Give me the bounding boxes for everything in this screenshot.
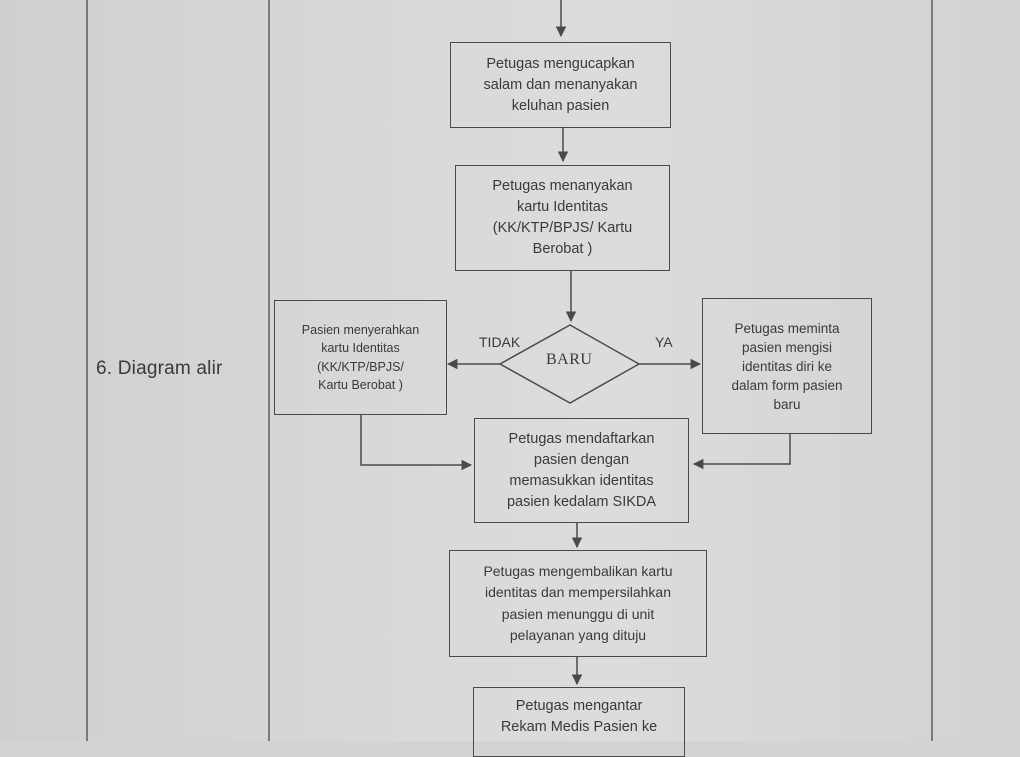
arrow-patient-to-register xyxy=(360,415,473,471)
branch-label-no: TIDAK xyxy=(479,334,521,350)
process-box-return-card: Petugas mengembalikan kartu identitas da… xyxy=(449,550,707,657)
table-border-left xyxy=(86,0,88,741)
arrow-form-to-register xyxy=(692,434,791,470)
flow-arrows xyxy=(360,0,791,686)
process-box-ask-id: Petugas menanyakan kartu Identitas (KK/K… xyxy=(455,165,670,271)
process-box-patient-give: Pasien menyerahkan kartu Identitas (KK/K… xyxy=(274,300,447,415)
section-label: 6. Diagram alir xyxy=(96,358,223,379)
decision-diamond xyxy=(498,324,641,404)
table-border-mid xyxy=(268,0,270,741)
process-box-register: Petugas mendaftarkan pasien dengan memas… xyxy=(474,418,689,523)
process-box-deliver: Petugas mengantar Rekam Medis Pasien ke xyxy=(473,687,685,757)
table-border-right xyxy=(931,0,933,741)
process-box-fill-form: Petugas meminta pasien mengisi identitas… xyxy=(702,298,872,434)
decision-label: BARU xyxy=(546,351,593,368)
branch-label-yes: YA xyxy=(655,334,673,350)
process-box-greet: Petugas mengucapkan salam dan menanyakan… xyxy=(450,42,671,128)
